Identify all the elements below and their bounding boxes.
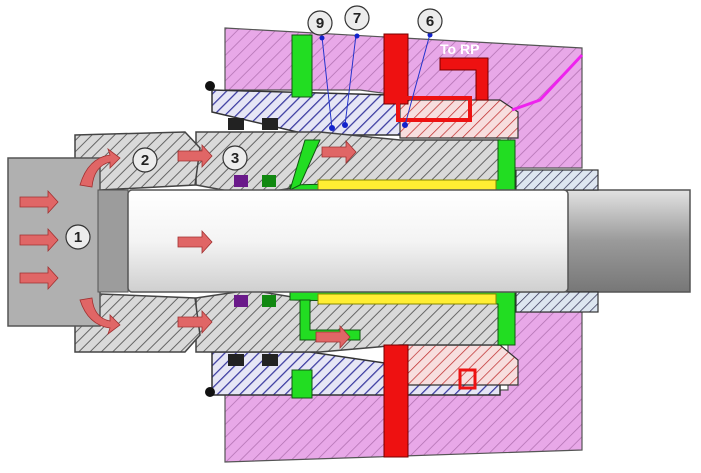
leader-dot-7 xyxy=(342,122,348,128)
flow-arrow-shaft xyxy=(177,229,213,255)
callout-9: 9 xyxy=(307,10,333,36)
flow-arrow-inlet-1 xyxy=(19,189,59,215)
oring-lower-1 xyxy=(228,354,244,366)
callout-7-label: 7 xyxy=(353,10,361,27)
callout-3: 3 xyxy=(222,145,248,171)
housing-upper xyxy=(224,27,583,169)
rod-extension xyxy=(559,189,691,293)
flow-arrow-upper-2 xyxy=(177,143,213,169)
yellow-ring-upper xyxy=(317,179,497,191)
callout-1-label: 1 xyxy=(74,229,82,246)
red-pin-upper xyxy=(383,33,409,105)
oring-lower-2 xyxy=(262,354,278,366)
flow-arrow-inlet-3 xyxy=(19,265,59,291)
magenta-line xyxy=(511,53,584,112)
callout-7: 7 xyxy=(344,5,370,31)
green-lip-upper xyxy=(289,139,321,191)
leader-dot-6-top xyxy=(427,32,433,38)
inlet-face xyxy=(97,189,129,293)
flow-arrow-upper-3 xyxy=(321,139,357,165)
flow-arrow-inlet-2 xyxy=(19,227,59,253)
leader-dot-6 xyxy=(402,122,408,128)
to-rp-label: To RP xyxy=(440,41,479,57)
red-lip-lower xyxy=(458,368,477,390)
leader-dot-9-top xyxy=(319,35,325,41)
flow-arrow-curve-upper xyxy=(79,147,121,188)
oring-upper-2 xyxy=(262,118,278,130)
callout-leaders xyxy=(321,33,431,129)
callout-3-label: 3 xyxy=(231,150,239,167)
green-pin-lower xyxy=(291,369,313,399)
red-pin-lower xyxy=(383,344,409,458)
flow-arrow-lower-3 xyxy=(315,324,351,350)
oring-upper-1 xyxy=(228,118,244,130)
black-dot-upper xyxy=(205,81,215,91)
oring-purple-upper-1 xyxy=(234,175,248,187)
red-rp-duct xyxy=(439,57,489,101)
oring-green-lower-2 xyxy=(262,295,276,307)
shaft xyxy=(127,189,569,293)
callout-6-label: 6 xyxy=(426,13,434,30)
steel-ring-lower xyxy=(515,291,599,313)
callout-9-label: 9 xyxy=(316,15,324,32)
flow-arrows xyxy=(19,139,357,350)
callout-1: 1 xyxy=(65,224,91,250)
green-duct-lower xyxy=(299,299,361,341)
callout-2: 2 xyxy=(132,147,158,173)
green-pin-upper xyxy=(291,34,313,98)
leader-dot-7-top xyxy=(354,33,360,39)
leader-dot-9 xyxy=(329,125,335,131)
black-dot-lower xyxy=(205,387,215,397)
oring-green-upper-2 xyxy=(262,175,276,187)
callout-2-label: 2 xyxy=(141,152,149,169)
red-channel-upper xyxy=(396,96,472,122)
flow-arrow-lower-2 xyxy=(177,309,213,335)
yellow-ring-lower xyxy=(317,293,497,305)
steel-ring-upper xyxy=(515,169,599,191)
callout-6: 6 xyxy=(417,8,443,34)
flow-arrow-curve-lower xyxy=(79,297,121,336)
oring-purple-lower-1 xyxy=(234,295,248,307)
